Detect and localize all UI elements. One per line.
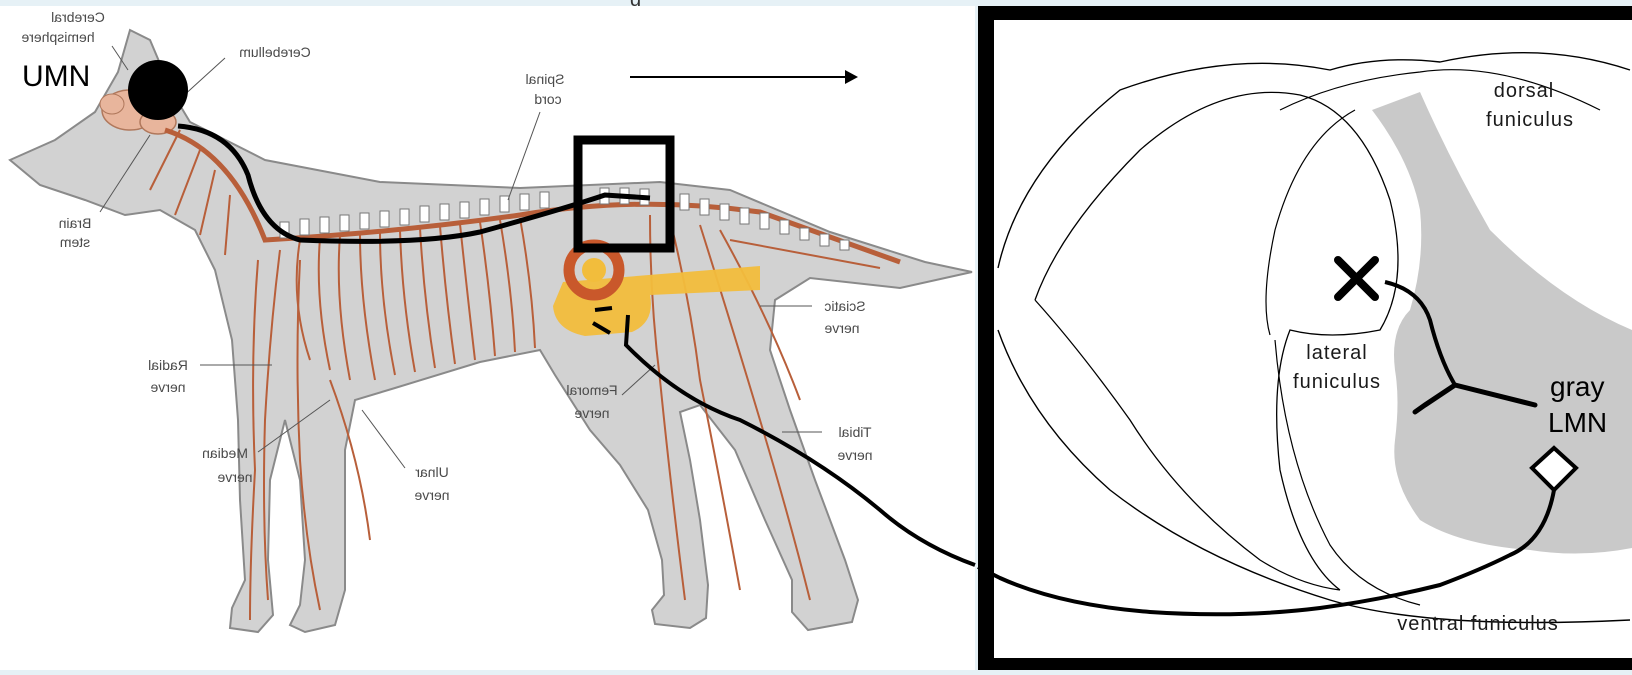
leader-spinal xyxy=(507,111,541,201)
label-lmn: LMN xyxy=(1548,407,1607,438)
label-ulnar-line1: Ulnar xyxy=(415,464,449,480)
leader-ulnar xyxy=(361,409,406,469)
label-tibial-line2: nerve xyxy=(837,447,872,463)
label-cerebellum: Cerebellum xyxy=(239,44,311,60)
upper-motor-tract xyxy=(1384,280,1457,387)
label-dorsal-line2: funiculus xyxy=(1486,109,1574,131)
label-brainstem-line1: Brain xyxy=(59,215,92,231)
label-spinal-line2: cord xyxy=(534,91,561,107)
label-gray: gray xyxy=(1550,371,1604,402)
label-cerebral-hemisphere: Cerebral hemisphere xyxy=(21,9,105,45)
label-sciatic-line1: Sciatic xyxy=(824,298,865,314)
cord-outline-outer xyxy=(997,51,1631,624)
label-brainstem-line2: stem xyxy=(60,234,90,250)
leader-median xyxy=(257,399,331,453)
filled-circle-icon xyxy=(128,60,188,120)
synapse-branches xyxy=(1412,382,1538,415)
label-lateral-line1: lateral xyxy=(1306,342,1367,364)
lmn-pathway xyxy=(623,314,976,567)
label-spinal-cord: Spinal cord xyxy=(526,71,565,107)
label-lateral-line2: funiculus xyxy=(1293,371,1381,393)
highlight-region xyxy=(553,266,760,336)
peripheral-nerves xyxy=(149,129,881,621)
umn-label: UMN xyxy=(22,60,90,93)
label-femoral-line2: nerve xyxy=(574,405,609,421)
label-brain-stem: Brain stem xyxy=(59,215,92,250)
label-radial-line2: nerve xyxy=(150,379,185,395)
label-median-line1: Median xyxy=(202,445,248,461)
leader-femoral xyxy=(621,364,656,396)
label-median-line2: nerve xyxy=(217,469,252,485)
label-dorsal-line1: dorsal xyxy=(1494,80,1554,102)
gray-matter xyxy=(1372,92,1632,554)
spinal-cord xyxy=(164,127,901,265)
title-fragment: g xyxy=(630,0,641,11)
label-sciatic-line2: nerve xyxy=(824,320,859,336)
label-spinal-line1: Spinal xyxy=(526,71,565,87)
label-tibial-nerve: Tibial nerve xyxy=(837,424,872,463)
label-ulnar-nerve: Ulnar nerve xyxy=(414,464,449,503)
label-radial-nerve: Radial nerve xyxy=(148,357,188,395)
label-median-nerve: Median nerve xyxy=(202,445,252,485)
leader-cerebral xyxy=(111,45,129,71)
umn-pathway xyxy=(177,123,651,244)
magnify-box xyxy=(573,135,675,253)
label-tibial-line1: Tibial xyxy=(839,424,872,440)
lmn-axon xyxy=(977,489,1556,617)
dog-labels: Cerebral hemisphere Cerebellum Spinal co… xyxy=(21,9,872,503)
label-sciatic-nerve: Sciatic nerve xyxy=(824,298,865,336)
label-femoral-line1: Femoral xyxy=(566,382,617,398)
leader-brainstem xyxy=(99,134,151,213)
label-cerebral-line2: hemisphere xyxy=(21,29,94,45)
label-ventral: ventral funiculus xyxy=(1397,613,1559,635)
x-mark-icon xyxy=(1334,256,1379,301)
label-radial-line1: Radial xyxy=(148,357,188,373)
cord-outline-lateral xyxy=(1265,69,1601,606)
cord-outline-inner xyxy=(1034,91,1399,591)
dash-marks xyxy=(591,306,613,335)
label-ulnar-line2: nerve xyxy=(414,487,449,503)
arrow-right-icon xyxy=(630,70,858,84)
label-cerebral-line1: Cerebral xyxy=(51,9,105,25)
lesion-center xyxy=(582,258,606,282)
label-femoral-nerve: Femoral nerve xyxy=(566,382,617,421)
